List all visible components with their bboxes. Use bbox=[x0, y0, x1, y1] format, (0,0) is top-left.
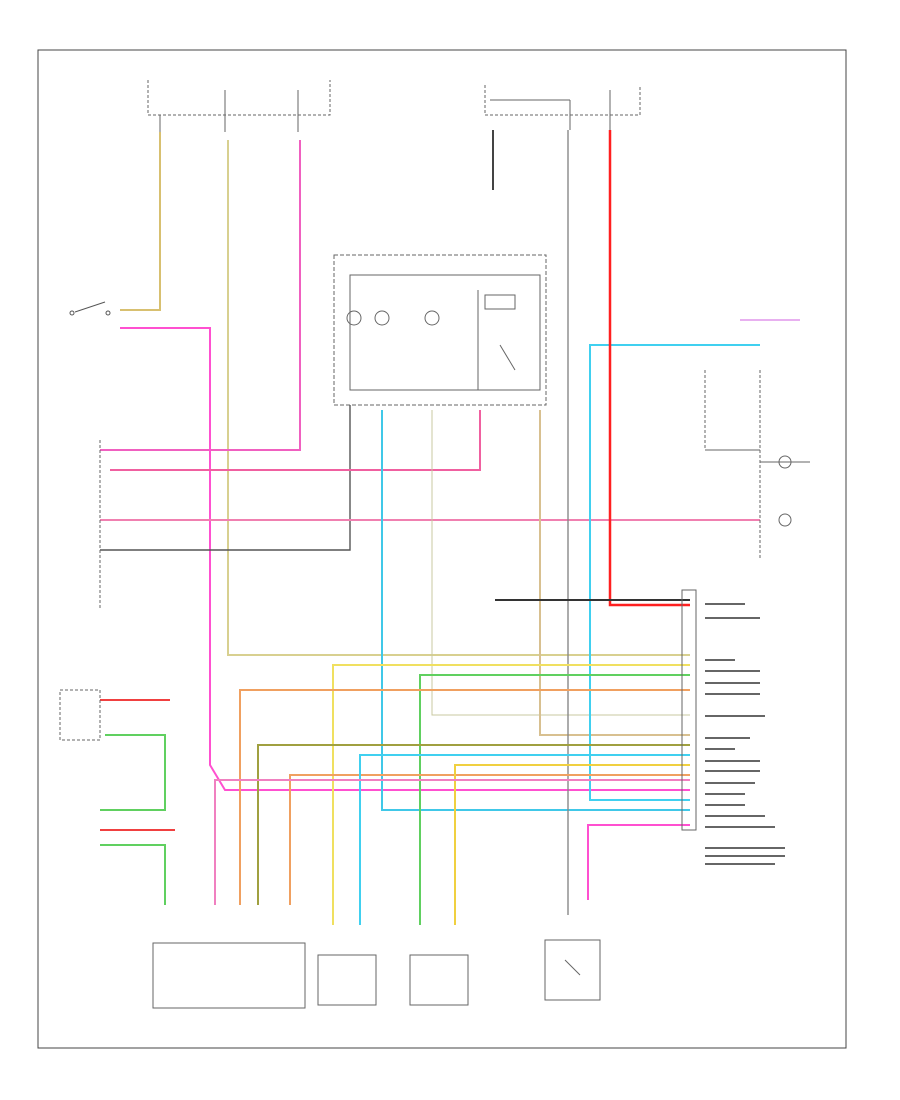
wire-green-1 bbox=[419, 674, 690, 925]
wire-magenta-brake bbox=[120, 327, 690, 791]
wire-green-2 bbox=[100, 734, 166, 811]
wire-orange-1 bbox=[239, 689, 690, 905]
traction-control-switch bbox=[333, 254, 547, 406]
wire-pink-1 bbox=[100, 140, 301, 451]
wire-grey-switch bbox=[100, 405, 351, 551]
wire-cyan-lf bbox=[359, 754, 690, 925]
wire-pink-rf bbox=[214, 779, 690, 905]
fuse-block-left bbox=[147, 80, 331, 132]
wire-tan-ignition bbox=[227, 140, 690, 656]
ebcm-pin-labels bbox=[705, 603, 785, 865]
wire-green-3 bbox=[100, 844, 166, 905]
fuse-block-right bbox=[484, 85, 641, 130]
wire-tan-thin bbox=[431, 410, 690, 716]
left-connector bbox=[59, 440, 101, 741]
wire-yellow-left bbox=[120, 132, 161, 311]
wire-cyan-switch bbox=[381, 410, 690, 811]
wire-orange-2 bbox=[289, 774, 690, 905]
brake-switch bbox=[69, 301, 111, 316]
wire-yellow-lf bbox=[332, 664, 690, 925]
right-front-wheel-sensor bbox=[409, 954, 469, 1006]
ebcm-module bbox=[681, 589, 697, 831]
wire-red bbox=[608, 130, 690, 607]
wire-tan-switch bbox=[539, 410, 690, 736]
wire-cyan-long bbox=[589, 344, 760, 801]
instrument-cluster bbox=[704, 370, 810, 560]
wire-pink-2 bbox=[110, 410, 481, 471]
powertrain-control-module bbox=[152, 942, 306, 1009]
wire-olive bbox=[257, 744, 690, 905]
brake-fluid-switch bbox=[544, 939, 601, 1001]
left-front-wheel-sensor bbox=[317, 954, 377, 1006]
diagram-frame bbox=[37, 49, 847, 1049]
wire-magenta-lower bbox=[587, 824, 690, 900]
wire-yellow-rf bbox=[454, 764, 690, 925]
